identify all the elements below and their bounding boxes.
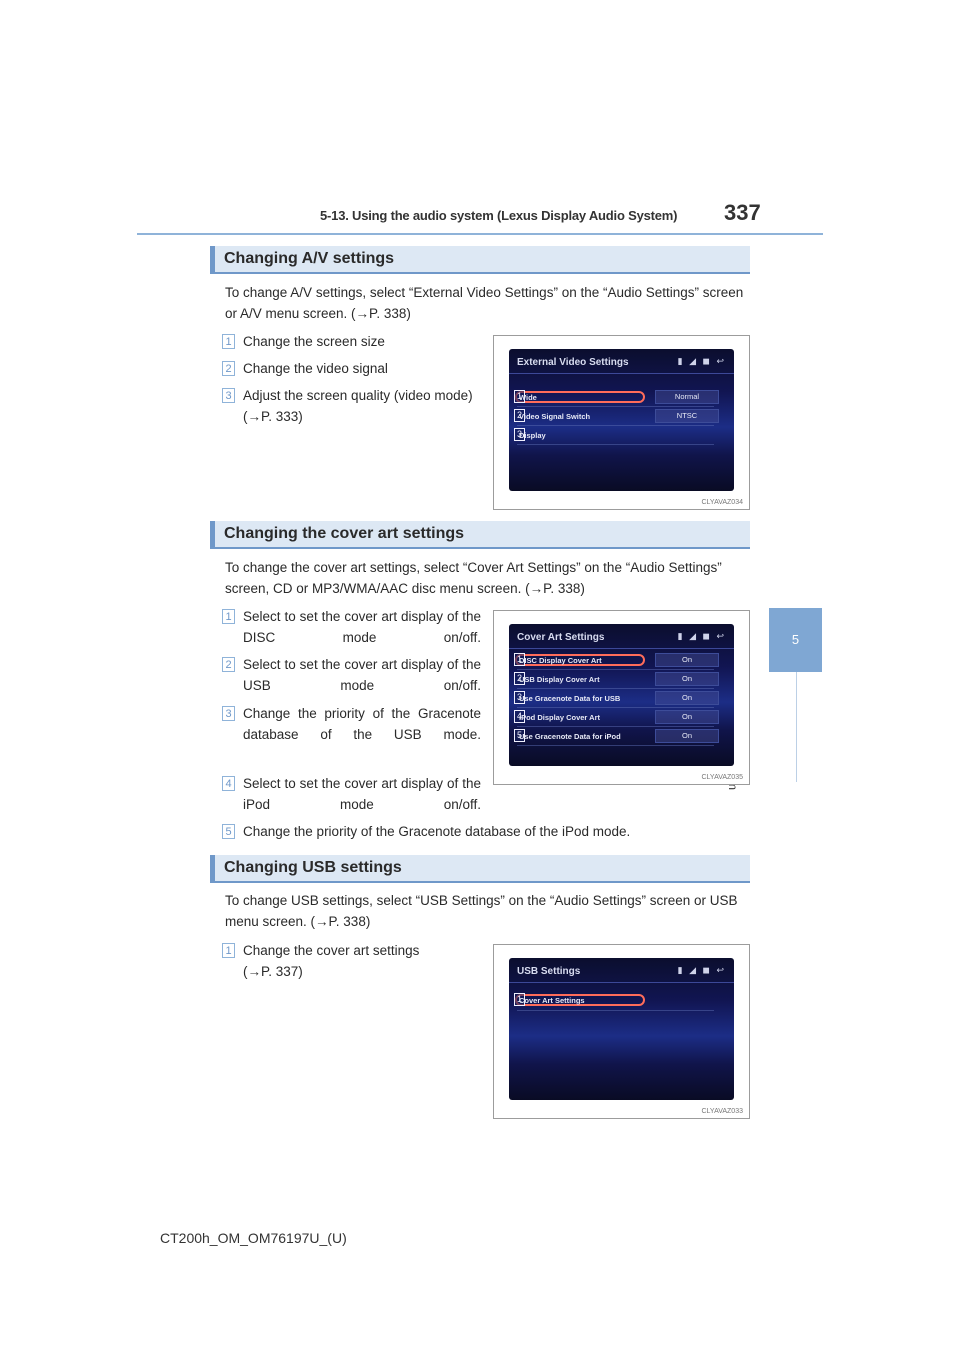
row-divider	[517, 688, 714, 689]
callout-2: 2	[514, 672, 525, 685]
menu-row-value: On	[655, 653, 719, 667]
screenshot-cover-art-settings: Cover Art Settings ▮ ◢ ◼ ↩ 1 DISC Displa…	[493, 610, 750, 785]
callout-4: 4	[514, 710, 525, 723]
item-text: Select to set the cover art display of t…	[243, 776, 481, 812]
menu-row-value: Normal	[655, 390, 719, 404]
section-title: Changing A/V settings	[224, 250, 395, 267]
item-number: 1	[222, 334, 235, 349]
divider	[509, 373, 734, 374]
item-text: Adjust the screen quality (video mode) (…	[243, 388, 473, 424]
callout-3: 3	[514, 691, 525, 704]
item-text: Select to set the cover art display of t…	[243, 609, 481, 645]
menu-row-label: Display	[519, 431, 546, 440]
screenshot-external-video-settings: External Video Settings ▮ ◢ ◼ ↩ 1 Wide N…	[493, 335, 750, 510]
image-code: CLYAVAZ034	[701, 499, 743, 506]
item-number: 5	[222, 824, 235, 839]
menu-row-value: NTSC	[655, 409, 719, 423]
menu-row-label: Use Gracenote Data for USB	[519, 694, 621, 703]
chapter-tab: 5	[769, 608, 822, 672]
menu-row-value: On	[655, 710, 719, 724]
item-text: Change the priority of the Gracenote dat…	[243, 706, 481, 742]
status-icons: ▮ ◢ ◼ ↩	[677, 356, 726, 366]
menu-row-value: On	[655, 729, 719, 743]
menu-row-label: Video Signal Switch	[519, 412, 591, 421]
document-code: CT200h_OM_OM76197U_(U)	[160, 1230, 347, 1246]
divider	[509, 982, 734, 983]
row-divider	[517, 406, 714, 407]
item-number: 1	[222, 609, 235, 624]
item-text: Change the screen size	[243, 334, 385, 349]
chapter-tab-line	[796, 672, 797, 782]
callout-5: 5	[514, 729, 525, 742]
row-divider	[517, 444, 714, 445]
menu-row-label: DISC Display Cover Art	[519, 656, 602, 665]
item-text: Change the priority of the Gracenote dat…	[243, 824, 631, 839]
menu-row-value: On	[655, 691, 719, 705]
item-number: 3	[222, 388, 235, 403]
item-text: Select to set the cover art display of t…	[243, 657, 481, 693]
menu-row-label: Cover Art Settings	[519, 996, 585, 1005]
section-heading-av: Changing A/V settings	[210, 246, 750, 274]
display-screen: USB Settings ▮ ◢ ◼ ↩ 1 Cover Art Setting…	[509, 958, 734, 1100]
section-intro: To change the cover art settings, select…	[225, 560, 722, 596]
menu-row-label: Use Gracenote Data for iPod	[519, 732, 621, 741]
item-number: 1	[222, 943, 235, 958]
menu-row-label: Wide	[519, 393, 537, 402]
row-divider	[517, 726, 714, 727]
row-divider	[517, 1010, 714, 1011]
display-screen: External Video Settings ▮ ◢ ◼ ↩ 1 Wide N…	[509, 349, 734, 491]
screen-title: USB Settings	[517, 966, 581, 977]
callout-1: 1	[514, 653, 525, 666]
running-header: 5-13. Using the audio system (Lexus Disp…	[320, 208, 678, 223]
callout-3: 3	[514, 428, 525, 441]
section-heading-usb: Changing USB settings	[210, 855, 750, 883]
item-number: 2	[222, 657, 235, 672]
section-intro: To change USB settings, select “USB Sett…	[225, 893, 738, 929]
item-number: 3	[222, 706, 235, 721]
menu-row-value: On	[655, 672, 719, 686]
row-divider	[517, 669, 714, 670]
divider	[509, 648, 734, 649]
callout-2: 2	[514, 409, 525, 422]
callout-1: 1	[514, 390, 525, 403]
display-screen: Cover Art Settings ▮ ◢ ◼ ↩ 1 DISC Displa…	[509, 624, 734, 766]
section-heading-cover-art: Changing the cover art settings	[210, 521, 750, 549]
menu-row-label: USB Display Cover Art	[519, 675, 600, 684]
item-number: 4	[222, 776, 235, 791]
item-text: Change the video signal	[243, 361, 388, 376]
item-text: Change the cover art settings (→P. 337)	[243, 943, 420, 979]
row-divider	[517, 425, 714, 426]
header-rule	[137, 233, 823, 235]
callout-1: 1	[514, 993, 525, 1006]
status-icons: ▮ ◢ ◼ ↩	[677, 631, 726, 641]
menu-row-label: iPod Display Cover Art	[519, 713, 600, 722]
item-number: 2	[222, 361, 235, 376]
section-title: Changing the cover art settings	[224, 525, 465, 542]
row-divider	[517, 745, 714, 746]
screen-title: Cover Art Settings	[517, 632, 605, 643]
row-divider	[517, 707, 714, 708]
section-title: Changing USB settings	[224, 859, 402, 876]
image-code: CLYAVAZ035	[701, 774, 743, 781]
image-code: CLYAVAZ033	[701, 1108, 743, 1115]
screen-title: External Video Settings	[517, 357, 629, 368]
page-number: 337	[724, 200, 761, 225]
status-icons: ▮ ◢ ◼ ↩	[677, 965, 726, 975]
section-intro: To change A/V settings, select “External…	[225, 285, 744, 321]
screenshot-usb-settings: USB Settings ▮ ◢ ◼ ↩ 1 Cover Art Setting…	[493, 944, 750, 1119]
